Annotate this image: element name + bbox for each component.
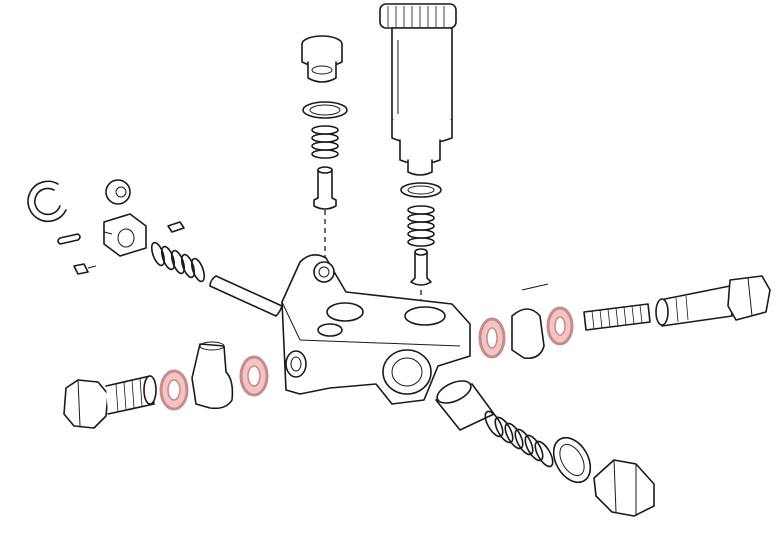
sleeve bbox=[435, 380, 495, 431]
banjo-bolt bbox=[655, 275, 771, 327]
small-screw bbox=[73, 263, 89, 275]
hand-primer-pump bbox=[379, 3, 457, 176]
screw-plug bbox=[593, 459, 655, 517]
check-valve bbox=[410, 248, 432, 286]
pump-body bbox=[281, 254, 471, 405]
tappet-housing bbox=[103, 213, 147, 257]
tappet-spring bbox=[150, 241, 206, 283]
banjo-union bbox=[511, 283, 549, 360]
roller bbox=[105, 179, 131, 205]
valve-cap bbox=[301, 35, 343, 83]
valve-spring bbox=[484, 410, 554, 468]
circlip bbox=[27, 180, 67, 223]
small-screw bbox=[167, 221, 185, 233]
banjo-bolt bbox=[63, 375, 157, 429]
roller-pin bbox=[57, 233, 81, 245]
check-valve bbox=[313, 166, 337, 210]
push-rod bbox=[209, 275, 283, 317]
valve-spring bbox=[311, 125, 339, 159]
filter-screen bbox=[583, 303, 651, 331]
valve-spring bbox=[407, 205, 435, 247]
o-ring bbox=[302, 101, 348, 119]
sealing-ring bbox=[552, 436, 592, 484]
o-ring bbox=[400, 182, 442, 198]
banjo-union bbox=[191, 341, 234, 410]
